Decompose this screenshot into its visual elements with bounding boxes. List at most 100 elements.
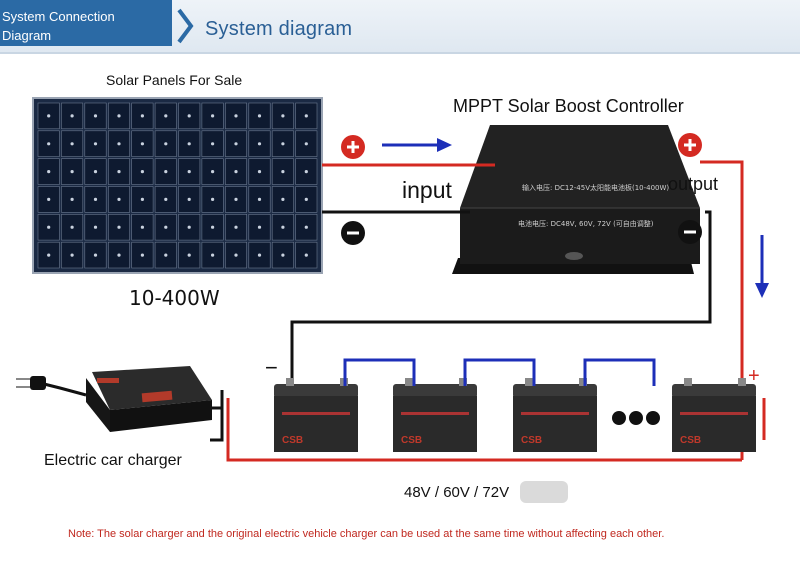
solar-cell-dot [304,197,308,201]
solar-cell-dot [70,225,74,229]
battery-brand: CSB [521,435,542,446]
solar-cell-dot [257,197,262,201]
battery-brand: CSB [282,435,303,446]
solar-cell-dot [47,114,51,118]
solar-cell-dot [234,197,238,201]
solar-cell-dot [211,170,215,174]
ev-charger [16,366,222,432]
plus-icon [341,135,365,159]
controller-spec-line2: 电池电压: DC48V, 60V, 72V (可自由调整) [518,219,654,228]
solar-cell-dot [93,142,98,146]
solar-cell-dot [47,197,51,201]
solar-cell-dot [93,197,98,201]
solar-cell-dot [70,114,74,118]
minus-icon [341,221,365,245]
solar-cell-dot [70,142,74,146]
solar-cell-dot [304,114,308,118]
solar-cell-dot [257,114,262,118]
solar-cell-dot [47,170,51,174]
solar-cell-dot [70,170,74,174]
solar-cell-dot [47,225,51,229]
solar-cell-dot [187,114,191,118]
battery-brand: CSB [680,435,701,446]
voltage-label: 48V / 60V / 72V [404,484,510,501]
solar-cell-dot [140,114,144,118]
solar-cell-dot [304,225,308,229]
solar-cell-dot [304,142,308,146]
solar-cell-dot [117,225,121,229]
solar-panel [32,97,323,274]
battery-links [343,358,656,386]
solar-cell-dot [70,197,74,201]
solar-cell-dot [257,225,262,229]
plus-icon [678,133,702,157]
header-bar: System Connection Diagram System diagram [0,0,800,54]
solar-cell-dot [187,225,191,229]
solar-cell-dot [93,170,98,174]
solar-cell-dot [187,142,191,146]
solar-cell-dot [93,253,98,257]
solar-cell-dot [211,114,215,118]
solar-cell-dot [211,225,215,229]
battery-minus-label: − [265,355,278,380]
solar-cell-dot [281,170,285,174]
solar-cell-dot [117,142,121,146]
controller-spec-line1: 输入电压: DC12-45V太阳能电池板(10-400W) [522,183,669,192]
solar-panel-title: Solar Panels For Sale [106,72,243,88]
solar-cell-dot [164,225,168,229]
page-title: System diagram [205,18,353,40]
solar-cell-dot [281,142,285,146]
header-left-tab: System Connection Diagram [0,0,172,46]
solar-cell-dot [47,253,51,257]
solar-cell-dot [187,170,191,174]
header-left-line2: Diagram [2,28,52,43]
solar-cell-dot [140,170,144,174]
solar-cell-dot [187,253,191,257]
note-text: Note: The solar charger and the original… [68,528,665,540]
solar-cell-dot [234,170,238,174]
flow-arrow-right-icon [382,138,452,152]
battery: CSB [672,378,756,452]
solar-cell-dot [257,253,262,257]
solar-panel-cells [37,102,318,269]
solar-cell-dot [47,142,51,146]
solar-cell-dot [304,253,308,257]
header-left-line1: System Connection [2,9,115,24]
solar-cell-dot [234,142,238,146]
solar-cell-dot [117,170,121,174]
solar-cell-dot [211,197,215,201]
solar-cell-dot [211,142,215,146]
solar-cell-dot [281,197,285,201]
solar-cell-dot [164,142,168,146]
solar-cell-dot [281,114,285,118]
solar-power-label: 10-400W [129,286,220,310]
solar-cell-dot [117,114,121,118]
solar-cell-dot [140,142,144,146]
solar-cell-dot [234,225,238,229]
more-batteries-dots [612,411,660,425]
solar-cell-dot [164,114,168,118]
solar-cell-dot [281,225,285,229]
output-label: output [668,174,719,194]
solar-cell-dot [281,253,285,257]
solar-cell-dot [93,225,98,229]
battery: CSB [513,378,597,452]
battery: CSB [274,378,358,452]
solar-cell-dot [187,197,191,201]
solar-cell-dot [211,253,215,257]
input-label: input [402,177,452,203]
chevron-right-icon [177,8,194,44]
positive-wires [226,160,766,462]
solar-cell-dot [140,225,144,229]
solar-cell-dot [304,170,308,174]
battery-bank: CSB CSB CSB CSB [274,378,756,452]
controller-title: MPPT Solar Boost Controller [453,96,684,116]
flow-arrow-down-icon [755,235,769,298]
solar-cell-dot [164,197,168,201]
solar-cell-dot [257,142,262,146]
battery-brand: CSB [401,435,422,446]
battery: CSB [393,378,477,452]
solar-cell-dot [164,253,168,257]
solar-cell-dot [234,114,238,118]
solar-cell-dot [93,114,98,118]
